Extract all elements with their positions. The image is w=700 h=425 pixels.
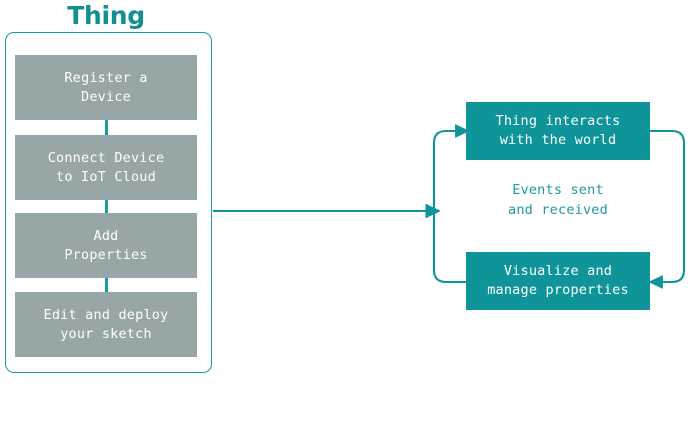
step-connector-icon <box>105 120 108 135</box>
cycle-arrow-right-down-icon <box>648 129 686 289</box>
step-box-register-a-device[interactable]: Register a Device <box>15 55 197 120</box>
cycle-arrows-group <box>432 124 686 289</box>
page-title: Thing <box>67 1 145 30</box>
step-box-add-properties[interactable]: Add Properties <box>15 213 197 278</box>
step-connector-icon <box>105 278 108 292</box>
step-box-connect-device-to-iot-cloud[interactable]: Connect Device to IoT Cloud <box>15 135 197 200</box>
cycle-arrow-left-up-icon <box>432 124 470 284</box>
step-connector-icon <box>105 200 108 213</box>
arrow-right-icon <box>213 203 440 219</box>
cycle-caption-events-sent-and-received: Events sent and received <box>508 182 608 218</box>
cycle-node-thing-interacts-with-the-world[interactable]: Thing interacts with the world <box>466 102 650 160</box>
cycle-node-visualize-and-manage-properties[interactable]: Visualize and manage properties <box>466 252 650 310</box>
step-box-edit-and-deploy-your-sketch[interactable]: Edit and deploy your sketch <box>15 292 197 357</box>
